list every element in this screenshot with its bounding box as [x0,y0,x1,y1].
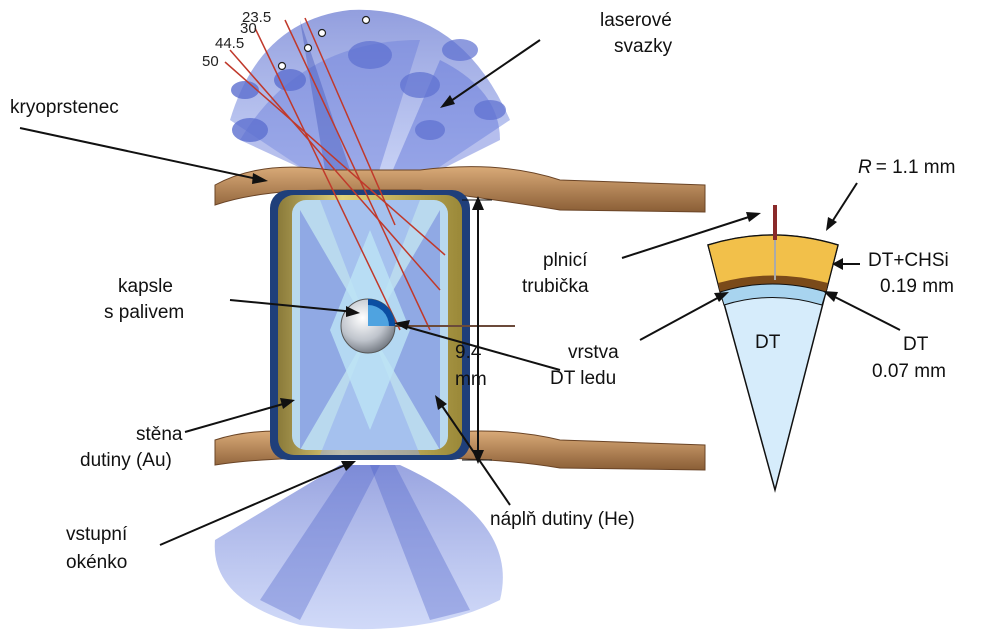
top-laser-beams [230,9,510,200]
capsule-wedge [707,205,839,493]
laser-angle-lines [224,17,446,331]
angle-label-23.5: 23.5 [242,9,271,26]
angle-label-30: 30 [240,20,257,37]
annotation-arrows [19,39,901,546]
angle-label-50: 50 [202,53,219,70]
dt-ice-label-2: DT ledu [550,368,616,389]
height-unit-label: mm [455,369,487,390]
entrance-window-label-1: vstupní [66,524,128,545]
wedge-labels: R= 1.1 mm DT+CHSi 0.19 mm DT DT 0.07 mm [755,157,955,382]
entrance-window-label-2: okénko [66,552,127,573]
wedge-dt-ice [719,283,827,306]
radius-symbol: R [858,157,872,178]
dt-ice-label-1: vrstva [568,342,619,363]
fill-tube-label-2: trubička [522,276,589,297]
dt-gas-label: DT [755,332,781,353]
wall-label-1: stěna [136,424,183,445]
cryo-ring-label: kryoprstenec [10,97,119,118]
radius-label: R= 1.1 mm [858,157,955,178]
dt-layer-label-1: DT [903,334,929,355]
text-labels: laserové svazky kryoprstenec kapsle s pa… [10,10,673,573]
hohlraum-fill-label: náplň dutiny (He) [490,509,635,530]
wall-label-2: dutiny (Au) [80,450,172,471]
radius-value: = 1.1 mm [876,157,956,178]
angle-label-44.5: 44.5 [215,35,244,52]
laser-beams-label-1: laserové [600,10,672,31]
dt-layer-label-2: 0.07 mm [872,361,946,382]
laser-beams-label-2: svazky [614,36,673,57]
ablator-label-1: DT+CHSi [868,250,949,271]
capsule-label-1: kapsle [118,276,173,297]
beam-angle-labels: 23.5 30 44.5 50 [202,9,271,70]
fill-tube-label-1: plnicí [543,250,588,271]
bottom-laser-beams [214,465,503,630]
ablator-label-2: 0.19 mm [880,276,954,297]
height-value-label: 9.4 [455,342,482,363]
capsule-label-2: s palivem [104,302,184,323]
